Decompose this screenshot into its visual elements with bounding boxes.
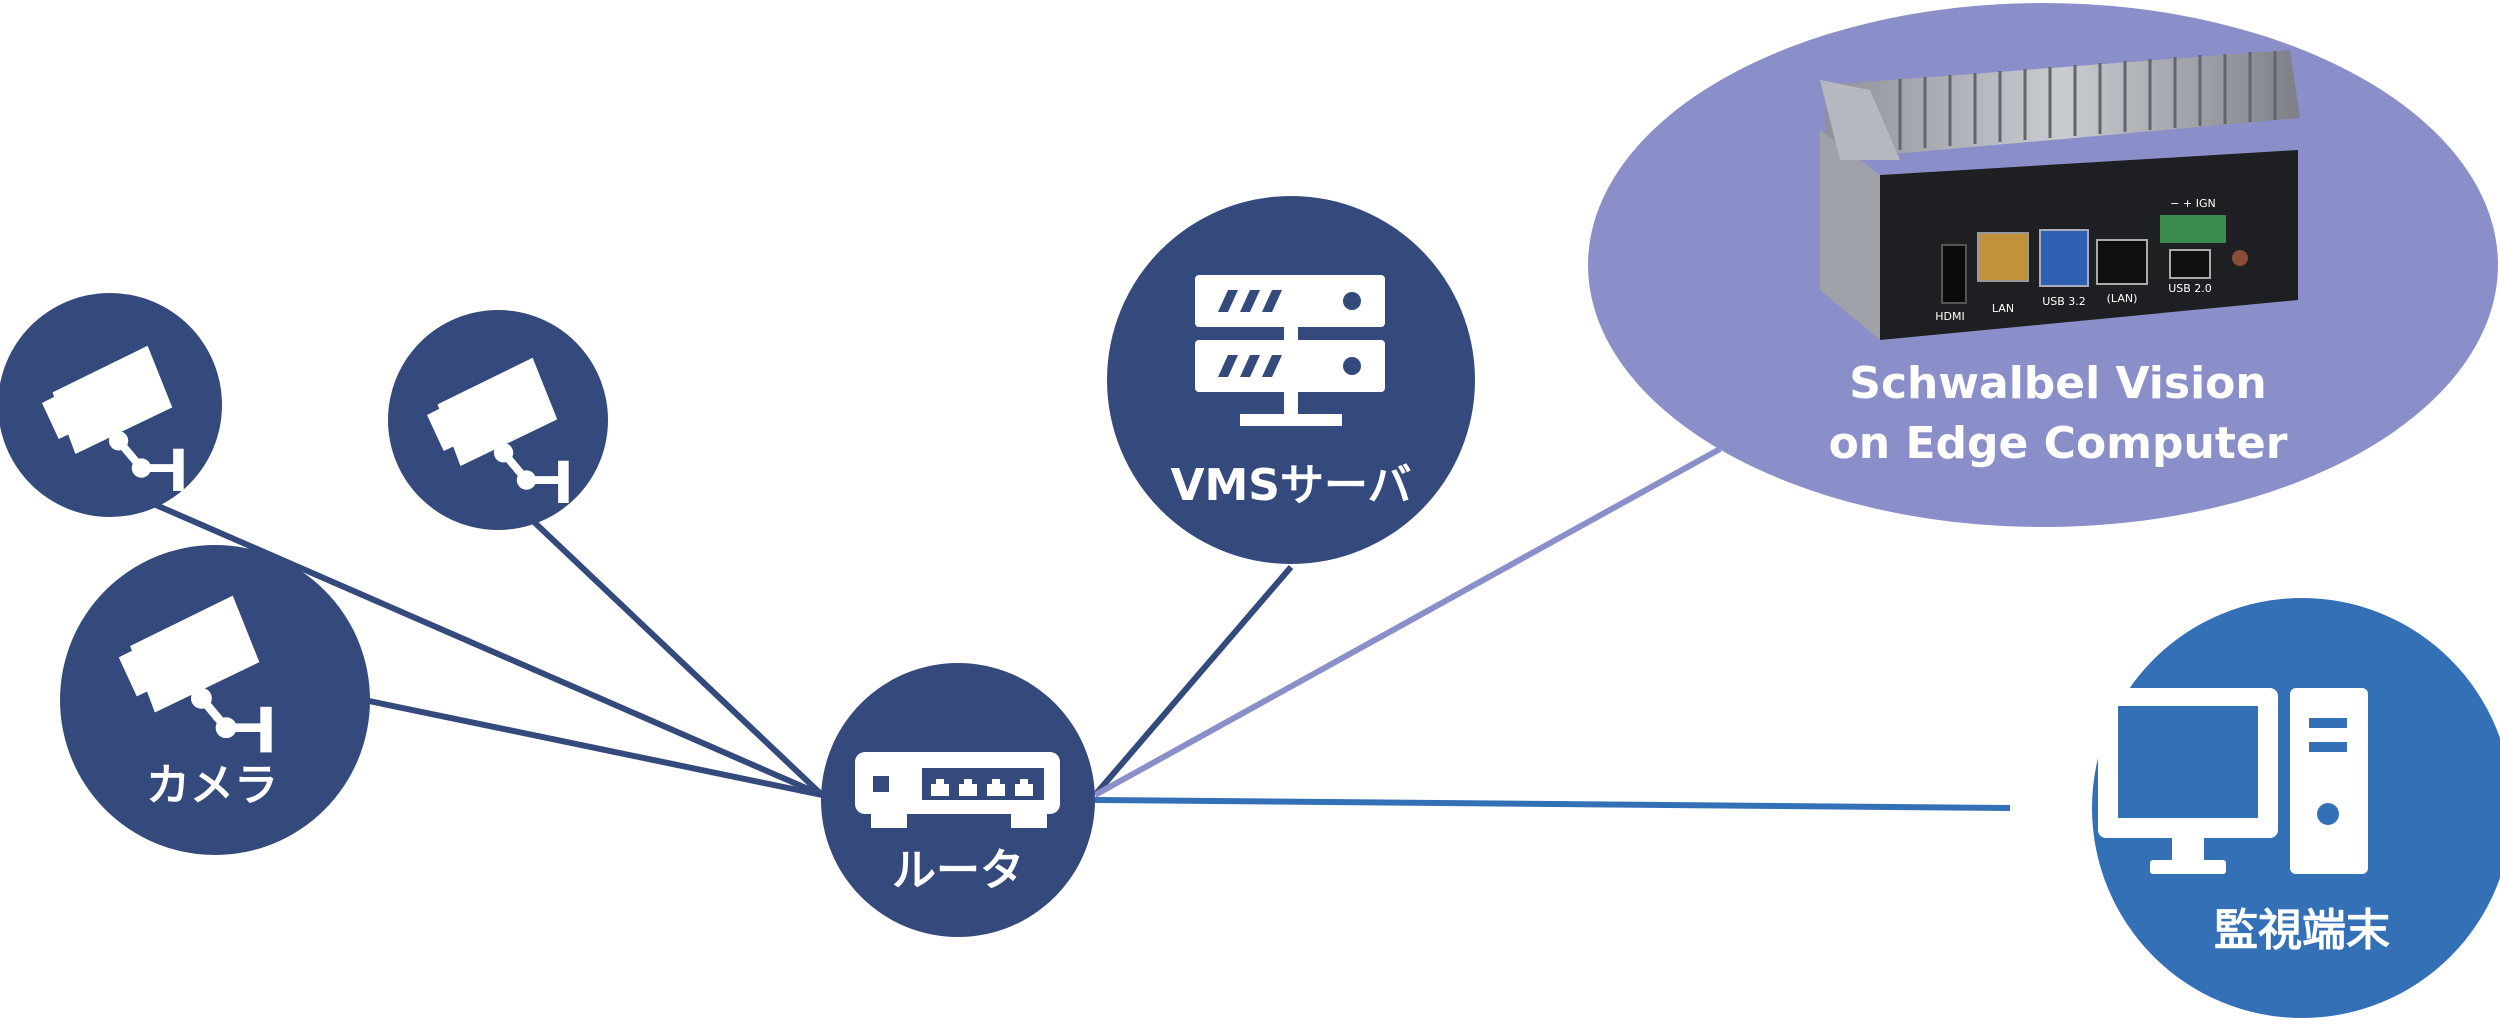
camera-node-1 [0,293,222,517]
camera-node-2 [388,310,608,530]
link-monitor-router [1094,797,2011,811]
port-label-ign: − + IGN [2170,197,2215,210]
edge-computer-node: HDMI LAN USB 3.2 (LAN) USB 2.0 − + IGN S… [1588,3,2498,527]
vms-server-node: VMSサーバ [1107,196,1475,564]
router-node: ルータ [821,663,1095,937]
camera-node-3: カメラ [60,545,370,855]
link-edge-router [1093,446,1722,798]
router-label: ルータ [892,845,1024,896]
server-rack-icon [1195,275,1385,426]
monitor-node: 監視端末 [2092,598,2500,1018]
port-label-hdmi: HDMI [1935,310,1964,323]
port-label-usb20: USB 2.0 [2168,282,2212,295]
port-label-usb32: USB 3.2 [2042,295,2086,308]
connection-lines [108,446,2011,811]
link-camera2-router [492,482,825,798]
port-label-lan: LAN [1992,302,2014,315]
link-camera1-router [108,482,824,798]
link-vms-router [1092,565,1294,797]
camera-label: カメラ [146,760,278,811]
edge-label-line1: Schwalbel Vision [1849,358,2266,409]
edge-label-line2: on Edge Computer [1829,418,2288,469]
port-label-lan2: (LAN) [2107,292,2138,305]
link-camera3-router [339,692,823,798]
vms-server-label: VMSサーバ [1170,460,1411,511]
desktop-computer-icon [2098,688,2368,874]
edge-device-photo: HDMI LAN USB 3.2 (LAN) USB 2.0 − + IGN [1820,50,2300,340]
router-icon [855,752,1060,828]
monitor-label: 監視端末 [2214,905,2390,956]
